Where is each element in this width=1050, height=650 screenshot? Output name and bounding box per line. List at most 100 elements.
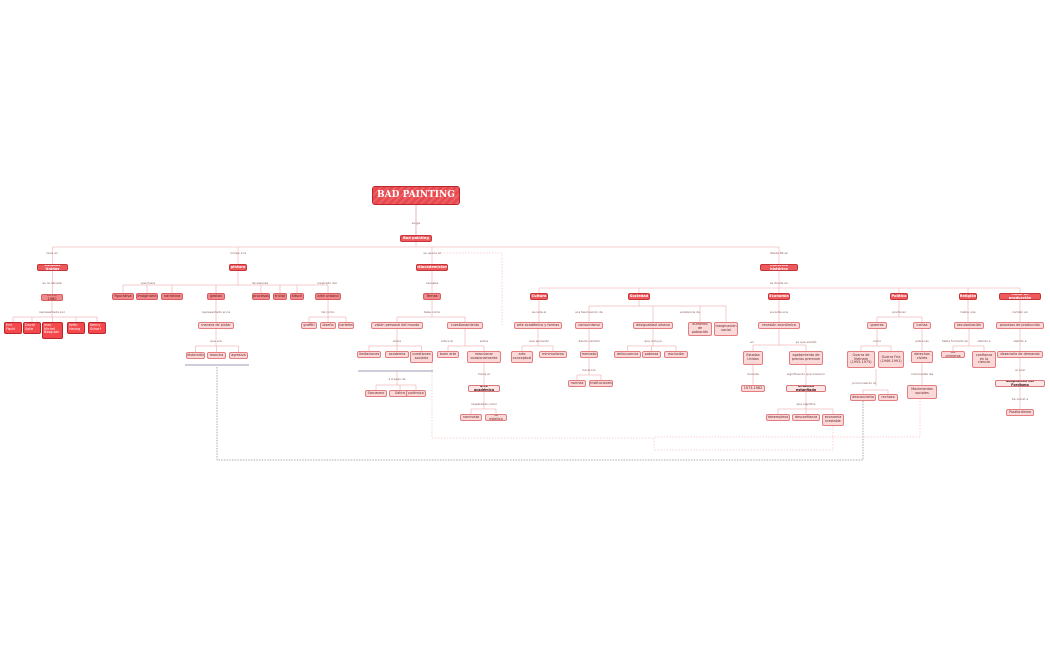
node-exp-rechazo[interactable]: rechazo bbox=[878, 394, 898, 401]
node-ctx-0[interactable]: Cultura bbox=[530, 293, 548, 300]
connector-label: promoviendo al bbox=[852, 381, 876, 385]
node-buen-arte[interactable]: buen arte bbox=[437, 351, 459, 358]
node-urbano-graffiti[interactable]: graffiti bbox=[301, 322, 317, 329]
node-consumismo[interactable]: consumismo bbox=[575, 322, 603, 329]
node-pintura-procesos[interactable]: procesos bbox=[252, 293, 270, 300]
node-urbano-diseño[interactable]: diseño bbox=[320, 322, 336, 329]
node-desigualdad-urbana[interactable]: desigualdad urbana bbox=[633, 322, 673, 329]
node-arte-academico[interactable]: arte académico bbox=[468, 385, 500, 392]
node-inflacion-estanflada[interactable]: inflación estanflada bbox=[786, 385, 826, 392]
node-artist-2[interactable]: Jean-Michel Basquiat bbox=[42, 322, 63, 339]
node-guerra-1[interactable]: Guerra Fría (1946-1991) bbox=[878, 351, 904, 368]
node-cultura-1[interactable]: minimalismo bbox=[539, 351, 567, 358]
connector-label: sobre bbox=[479, 339, 489, 343]
connector-label: sucede el bbox=[531, 310, 547, 314]
connector-label: sucedía una bbox=[769, 310, 789, 314]
node-ctx-1[interactable]: Sociedad bbox=[628, 293, 650, 300]
connector-label: Se volvió a bbox=[1011, 397, 1029, 401]
node-guerra-0[interactable]: Guerra de Vietnam (1955-1975) bbox=[847, 351, 875, 368]
node-mercado[interactable]: mercado bbox=[580, 351, 598, 358]
node-infl-2[interactable]: economía inestable bbox=[822, 414, 844, 426]
node-aumento-poblacion[interactable]: aumento de población bbox=[688, 322, 712, 336]
node-exp-desconcierto[interactable]: desconcierto bbox=[850, 394, 876, 401]
root-node-bad-painting[interactable]: BAD PAINTING bbox=[372, 186, 460, 205]
node-cuestionamiento[interactable]: cuestionamiento bbox=[447, 322, 483, 329]
node-vision-0[interactable]: limitaciones bbox=[357, 351, 381, 358]
connector-label: cambió en bbox=[1012, 310, 1028, 314]
node-desig-exclusión[interactable]: exclusión bbox=[664, 351, 688, 358]
connector-label: aculturan bbox=[891, 310, 907, 314]
node-fecha-1973-1982[interactable]: 1973-1982 bbox=[741, 385, 765, 392]
node-postfordismo[interactable]: Postfordismo bbox=[1006, 409, 1034, 416]
node-artist-0[interactable]: Eric Fischl bbox=[4, 322, 22, 334]
node-ctx-4[interactable]: Religión bbox=[959, 293, 977, 300]
node-manera-mancha[interactable]: mancha bbox=[207, 352, 226, 359]
node-estados-unidos-2[interactable]: Estados Unidos bbox=[743, 351, 763, 365]
node-procesos-produccion[interactable]: procesos de producción bbox=[996, 322, 1044, 329]
node-agotamiento-precios[interactable]: agotamiento de precios premium bbox=[789, 351, 823, 365]
node-pintura-kitsch[interactable]: kitsch bbox=[290, 293, 304, 300]
node-arte-urbano[interactable]: arte urbano bbox=[315, 293, 341, 300]
node-temas[interactable]: Temas bbox=[423, 293, 441, 300]
node-cultura-0[interactable]: arte conceptual bbox=[511, 351, 533, 363]
node-desig-delincuencia[interactable]: delincuencia bbox=[614, 351, 641, 358]
node-tema-polémica[interactable]: polémica bbox=[406, 390, 426, 397]
connector-label: rompe a la bbox=[229, 251, 247, 255]
node-ctx-3[interactable]: Política bbox=[890, 293, 908, 300]
node-antiacademicismo[interactable]: Antiacademicismo bbox=[416, 264, 448, 271]
node-desig-pobreza[interactable]: pobreza bbox=[642, 351, 661, 358]
node-pintura-narrativa[interactable]: narrativa bbox=[161, 293, 183, 300]
node-pintura-imaginaria[interactable]: imaginaria bbox=[136, 293, 158, 300]
connector-label: surge bbox=[411, 221, 421, 225]
node-urbano-carteles[interactable]: carteles bbox=[338, 322, 354, 329]
node-vision-2[interactable]: cuestiones sociales bbox=[410, 351, 433, 363]
node-manera-de-pintar[interactable]: manera de pintar bbox=[198, 322, 234, 329]
node-reaccionar[interactable]: reaccionar ocasionalmente bbox=[467, 351, 501, 363]
node-fecha-1970-1980[interactable]: 1970-1980 bbox=[41, 294, 63, 301]
node-gestos[interactable]: gestos bbox=[207, 293, 225, 300]
node-pintura[interactable]: pintura bbox=[229, 264, 247, 271]
node-ctx-5[interactable]: Modo de producción bbox=[999, 293, 1041, 300]
node-pintura-trivial[interactable]: trivial bbox=[273, 293, 287, 300]
connector-label: causaba bbox=[425, 281, 439, 285]
node-manera-distorsión[interactable]: distorsión bbox=[186, 352, 205, 359]
node-infl-0[interactable]: desempleos bbox=[766, 414, 790, 421]
connector-label: que significa bbox=[796, 402, 816, 406]
node-merc-normas[interactable]: normas bbox=[568, 380, 586, 387]
node-tema-Sarcasmo[interactable]: Sarcasmo bbox=[365, 390, 387, 397]
node-secularizacion[interactable]: secularización bbox=[954, 322, 984, 329]
connector-label: hacia los bbox=[582, 368, 596, 372]
node-merc-instituciones[interactable]: instituciones bbox=[589, 380, 613, 387]
node-manera-agresiva[interactable]: agresiva bbox=[229, 352, 248, 359]
node-bad-painting[interactable]: Bad painting bbox=[400, 235, 432, 242]
node-vision-personal[interactable]: visión personal del mundo bbox=[371, 322, 423, 329]
node-guerras[interactable]: guerras bbox=[867, 322, 887, 329]
connector-label: era fascinación de bbox=[575, 310, 603, 314]
node-sec-0[interactable]: los primeros bbox=[941, 351, 965, 358]
node-acad-0[interactable]: narcisista bbox=[460, 414, 482, 421]
connector-label: a través de bbox=[388, 377, 406, 381]
node-contexto-historico[interactable]: Contexto histórico bbox=[760, 264, 798, 271]
node-artist-3[interactable]: Keith Haring bbox=[67, 322, 85, 334]
node-desarrollo-demanda[interactable]: desarrollo de demanda bbox=[997, 351, 1043, 358]
node-estados-unidos[interactable]: Estados Unidos bbox=[37, 264, 68, 271]
node-recesion-economica[interactable]: recesión económica bbox=[758, 322, 800, 329]
node-ctx-2[interactable]: Economía bbox=[768, 293, 790, 300]
connector-label: durante bbox=[747, 372, 759, 376]
node-acad-1[interactable]: no estatico bbox=[485, 414, 507, 421]
node-movimientos-sociales[interactable]: Movimientos sociales bbox=[907, 385, 937, 399]
node-arte-academico-formas[interactable]: arte académico y formas bbox=[514, 322, 562, 329]
node-artist-4[interactable]: Kenny Scharf bbox=[88, 322, 106, 334]
node-vision-1[interactable]: academia bbox=[385, 351, 409, 358]
node-adaptacion-fordismo[interactable]: adaptación del Fordismo bbox=[995, 380, 1045, 387]
node-derechos-civiles[interactable]: derechos civiles bbox=[911, 351, 933, 363]
connector-label: representado en la bbox=[201, 310, 231, 314]
node-artist-1[interactable]: David Salle bbox=[23, 322, 41, 334]
node-pintura-figurativa[interactable]: figurativa bbox=[112, 293, 134, 300]
node-infl-1[interactable]: desconfianza bbox=[792, 414, 820, 421]
node-sec-1[interactable]: confianza en la ciencia bbox=[972, 351, 996, 368]
connector-label: sobre el bbox=[441, 339, 453, 343]
node-marginacion-social[interactable]: marginación social bbox=[714, 322, 738, 336]
node-luchas[interactable]: luchas bbox=[913, 322, 931, 329]
